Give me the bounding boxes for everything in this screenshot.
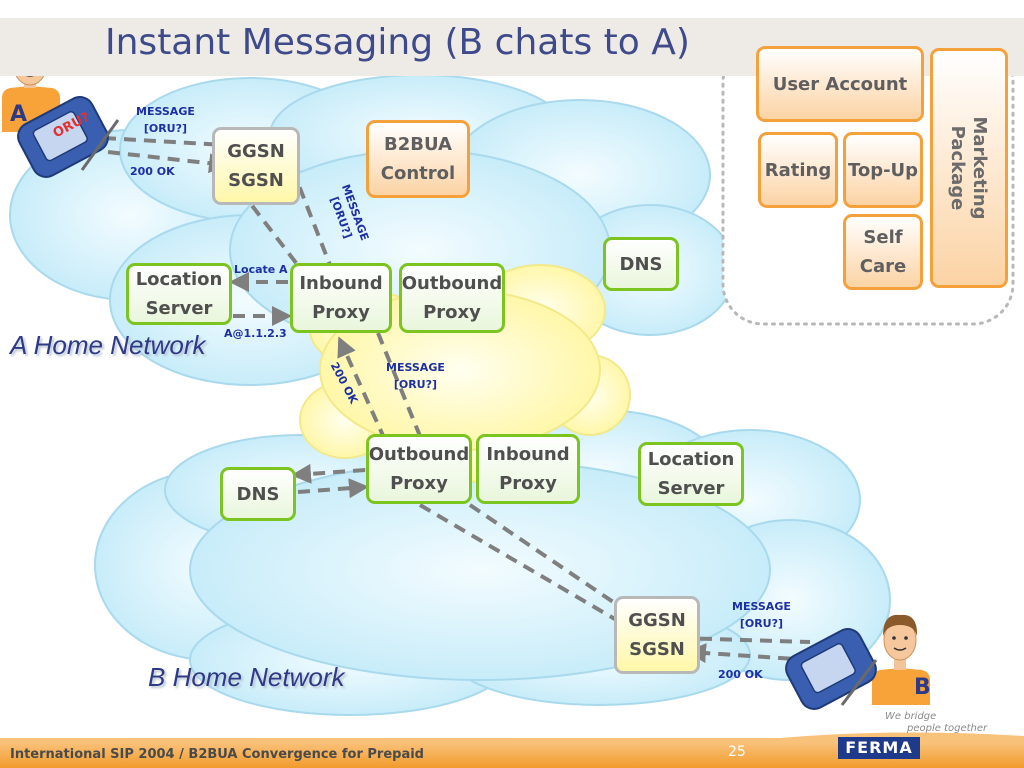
care-label: Care [859,256,907,277]
path-dns-b-1 [291,463,366,484]
message-core-label: MESSAGE [ORU?] [386,359,445,393]
marketing-label: Marketing [969,116,990,220]
b-home-network-label: B Home Network [148,662,345,692]
a-address-label: A@1.1.2.3 [224,327,287,340]
proxy-outbound-a-label: Proxy [423,302,481,323]
control-label: Control [380,163,456,184]
package-label: Package [947,125,968,211]
server-b-label: Server [657,478,725,499]
dns-b-node[interactable]: DNS [220,467,296,521]
ok-b-label: 200 OK [718,668,763,681]
page-number: 25 [728,744,746,760]
proxy-inbound-b-label: Proxy [499,473,557,494]
dns-b-label: DNS [236,483,280,505]
footer-swoosh [0,732,1024,742]
proxy-inbound-a-label: Proxy [312,302,370,323]
user-b-label: B [914,675,931,700]
self-label: Self [863,227,903,248]
person-b-icon [872,614,930,705]
location-server-b-node[interactable]: Location Server [638,442,744,506]
message-b-label: MESSAGE [ORU?] [732,598,791,632]
locate-a-label: Locate A [234,263,288,276]
handset-b-icon [785,628,878,710]
ggsn-b-label: GGSN [628,610,686,631]
b2bua-control-node[interactable]: B2BUA Control [366,120,470,198]
footer-text: International SIP 2004 / B2BUA Convergen… [10,747,424,762]
message-a-label: MESSAGE [ORU?] [136,103,195,137]
inbound-a-label: Inbound [299,273,383,294]
proxy-outbound-b-label: Proxy [390,473,448,494]
ggsn-sgsn-b-node[interactable]: GGSN SGSN [614,596,700,674]
rating-label: Rating [764,159,832,181]
inbound-proxy-a-node[interactable]: Inbound Proxy [290,263,392,333]
location-a-label: Location [135,269,223,290]
handset-a-icon [17,96,120,178]
tagline-line1: We bridge [885,711,937,722]
message-a-line2: [ORU?] [143,122,188,135]
user-a-label: A [10,102,28,127]
sgsn-b-label: SGSN [629,639,685,660]
tagline-line2: people together [907,723,988,734]
top-up-label: Top-Up [847,159,919,181]
a-home-network-label: A Home Network [10,330,206,360]
rating-node[interactable]: Rating [758,132,838,208]
server-a-label: Server [145,298,213,319]
message-core-line2: [ORU?] [393,378,438,391]
path-ggsn-a-inbound-1 [238,188,302,270]
message-a-line1: MESSAGE [136,105,195,118]
b2bua-label: B2BUA [384,134,452,155]
path-dns-b-2 [297,478,369,499]
message-b-line1: MESSAGE [732,600,791,613]
user-account-label: User Account [772,73,908,95]
path-core-ggsn-b-2 [468,503,627,612]
page-title: Instant Messaging (B chats to A) [105,22,690,63]
path-core-ok [337,336,387,441]
outbound-proxy-a-node[interactable]: Outbound Proxy [399,263,505,333]
top-up-node[interactable]: Top-Up [843,132,923,208]
dns-a-node[interactable]: DNS [603,237,679,291]
message-b-line2: [ORU?] [739,617,784,630]
path-handset-b-msg [679,636,811,644]
outbound-proxy-b-node[interactable]: Outbound Proxy [366,434,472,504]
message-paths [87,127,811,664]
marketing-package-label: Marketing Package [946,116,990,219]
message-core-line1: MESSAGE [386,361,445,374]
ferma-tagline: We bridge people together [885,711,987,735]
outbound-a-label: Outbound [401,273,503,294]
ggsn-sgsn-a-node[interactable]: GGSN SGSN [212,127,300,205]
location-b-label: Location [647,449,735,470]
sgsn-a-label: SGSN [228,170,284,191]
marketing-package-node[interactable] [930,48,1008,288]
ferma-logo: FERMA [838,737,920,759]
dns-a-label: DNS [619,253,663,275]
location-server-a-node[interactable]: Location Server [126,263,232,325]
ok-a-label: 200 OK [130,165,175,178]
inbound-b-label: Inbound [486,444,570,465]
user-account-node[interactable]: User Account [756,46,924,122]
self-care-node[interactable]: Self Care [843,214,923,290]
path-handset-a-msg [87,127,226,148]
outbound-b-label: Outbound [368,444,470,465]
ggsn-a-label: GGSN [227,141,285,162]
inbound-proxy-b-node[interactable]: Inbound Proxy [476,434,580,504]
